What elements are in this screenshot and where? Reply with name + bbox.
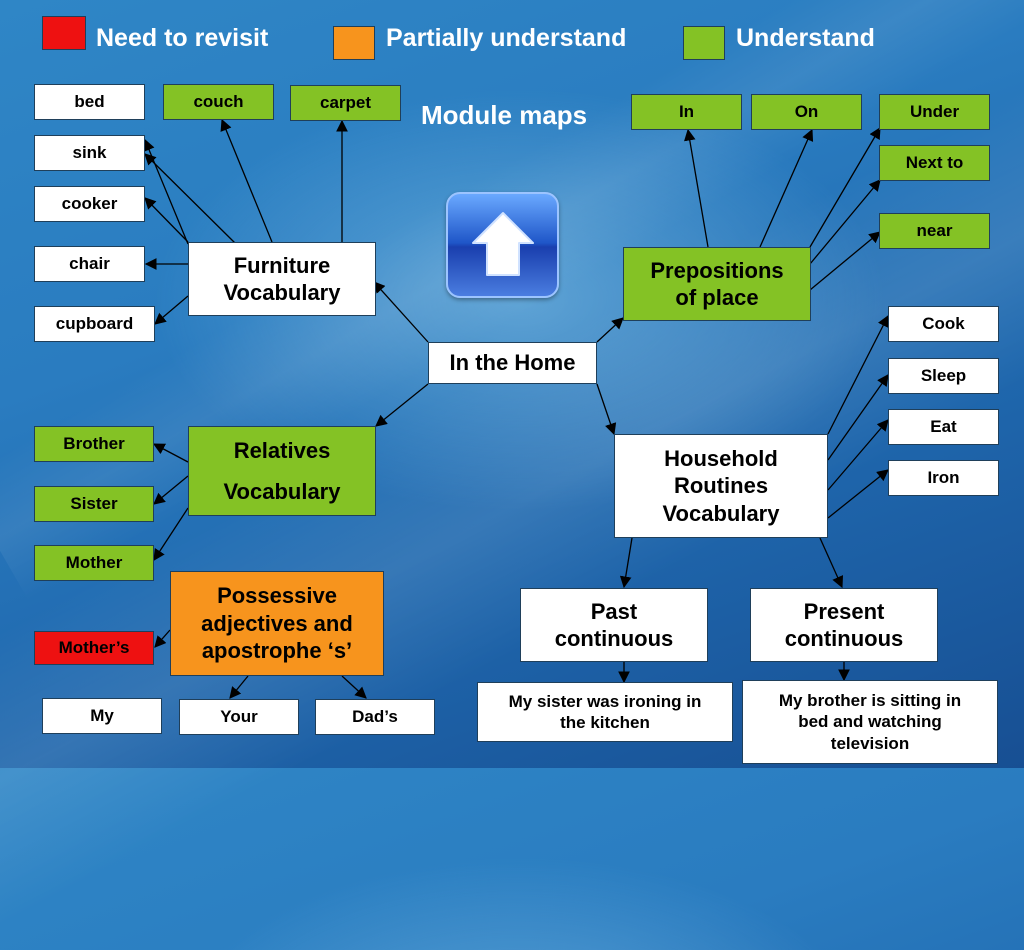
relatives-title-2: Vocabulary [223, 479, 341, 504]
item-your: Your [179, 699, 299, 735]
possessive-title-1: Possessive [217, 583, 337, 609]
furniture-hub: Furniture Vocabulary [188, 242, 376, 316]
item-in: In [631, 94, 742, 130]
legend-red-swatch [42, 16, 86, 50]
item-iron: Iron [888, 460, 999, 496]
item-next-to: Next to [879, 145, 990, 181]
present-title-1: Present [803, 598, 885, 624]
relatives-hub: Relatives Vocabulary [188, 426, 376, 516]
routines-hub: Household Routines Vocabulary [614, 434, 828, 538]
item-dads: Dad’s [315, 699, 435, 735]
item-cook: Cook [888, 306, 999, 342]
item-on: On [751, 94, 862, 130]
past-continuous-box: Past continuous [520, 588, 708, 662]
legend-orange-swatch [333, 26, 375, 60]
center-node: In the Home [428, 342, 597, 384]
item-sleep: Sleep [888, 358, 999, 394]
legend-partial-label: Partially understand [386, 24, 627, 52]
furniture-title-1: Furniture [233, 252, 331, 278]
item-cooker: cooker [34, 186, 145, 222]
connector-lines [143, 118, 889, 699]
legend-green-swatch [683, 26, 725, 60]
prepositions-title-1: Prepositions [650, 257, 784, 283]
up-arrow-icon [471, 212, 534, 276]
item-bed: bed [34, 84, 145, 120]
item-my: My [42, 698, 162, 734]
prepositions-hub: Prepositions of place [623, 247, 811, 321]
past-example-1: My sister was ironing in [508, 691, 702, 711]
page-title: Module maps [421, 100, 588, 130]
routines-title-3: Vocabulary [662, 500, 780, 526]
item-under: Under [879, 94, 990, 130]
item-eat: Eat [888, 409, 999, 445]
past-title-2: continuous [554, 626, 674, 651]
home-button[interactable] [446, 192, 559, 298]
item-carpet: carpet [290, 85, 401, 121]
item-brother: Brother [34, 426, 154, 462]
past-example: My sister was ironing in the kitchen [477, 682, 733, 742]
prepositions-title-2: of place [675, 285, 759, 310]
item-couch: couch [163, 84, 274, 120]
legend-revisit-label: Need to revisit [96, 24, 269, 52]
item-chair: chair [34, 246, 145, 282]
item-mothers: Mother’s [34, 631, 154, 665]
item-near: near [879, 213, 990, 249]
center-label: In the Home [449, 350, 576, 376]
relatives-title-1: Relatives [233, 437, 331, 463]
possessive-hub: Possessive adjectives and apostrophe ‘s’ [170, 571, 384, 676]
present-example-1: My brother is sitting in [778, 691, 962, 711]
past-example-2: the kitchen [560, 713, 650, 732]
past-title-1: Past [590, 598, 638, 624]
routines-title-1: Household [664, 445, 778, 471]
item-cupboard: cupboard [34, 306, 155, 342]
possessive-title-3: apostrophe ‘s’ [201, 638, 353, 664]
item-sister: Sister [34, 486, 154, 522]
present-example: My brother is sitting in bed and watchin… [742, 680, 998, 764]
present-example-2: bed and watching [798, 712, 942, 732]
present-title-2: continuous [784, 626, 904, 651]
furniture-title-2: Vocabulary [223, 280, 341, 305]
present-continuous-box: Present continuous [750, 588, 938, 662]
routines-title-2: Routines [673, 473, 769, 499]
legend-understand-label: Understand [736, 24, 875, 52]
possessive-title-2: adjectives and [201, 610, 353, 636]
present-example-3: television [830, 733, 910, 753]
item-mother: Mother [34, 545, 154, 581]
item-sink: sink [34, 135, 145, 171]
